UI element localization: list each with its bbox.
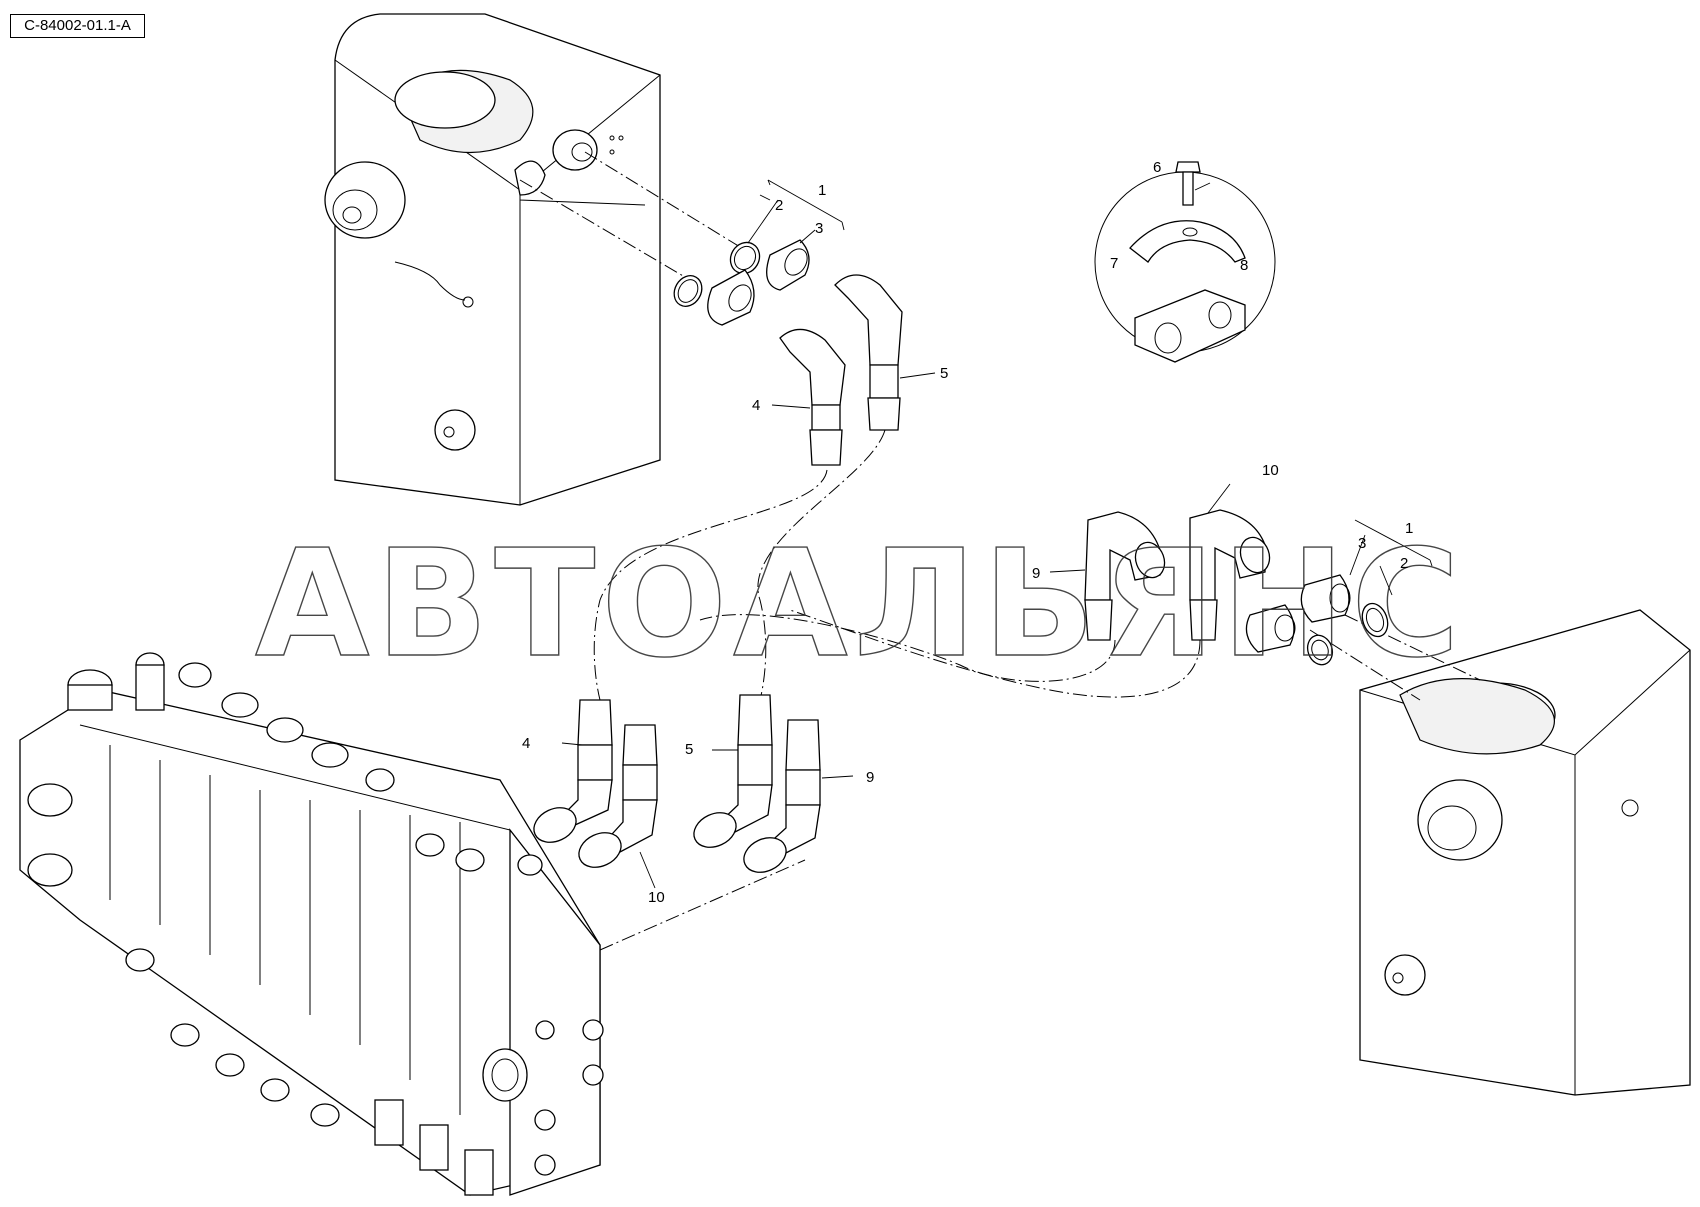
callout-9-upper: 9 <box>1032 565 1040 582</box>
elbow-hose-4-lower <box>533 699 613 843</box>
callout-2-upper: 2 <box>775 197 783 214</box>
adapter-fitting-lower-a <box>1300 574 1351 623</box>
lower-cylinder-bracket <box>1359 609 1691 1096</box>
bolt-6 <box>1175 161 1201 206</box>
callout-3-lower: 3 <box>1358 535 1366 552</box>
control-valve-block <box>19 652 604 1196</box>
callout-8: 8 <box>1240 257 1248 274</box>
callout-10-lower: 10 <box>648 889 665 906</box>
elbow-hose-9-upper <box>1084 511 1166 641</box>
callout-6: 6 <box>1153 159 1161 176</box>
callout-4-upper: 4 <box>752 397 760 414</box>
o-ring-upper-a <box>729 241 761 275</box>
clamp-block-8 <box>1134 289 1246 363</box>
callout-9-lower: 9 <box>866 769 874 786</box>
callout-7: 7 <box>1110 255 1118 272</box>
elbow-hose-10-lower-a <box>578 724 658 868</box>
callout-3-upper: 3 <box>815 220 823 237</box>
elbow-hose-9-lower <box>743 719 821 873</box>
callout-5-lower: 5 <box>685 741 693 758</box>
clamp-half-7 <box>1129 220 1246 263</box>
elbow-hose-4-upper <box>779 328 846 466</box>
callout-10-upper: 10 <box>1262 462 1279 479</box>
callout-1-upper: 1 <box>818 182 826 199</box>
elbow-hose-10-upper <box>1189 509 1271 641</box>
callout-2-lower: 2 <box>1400 555 1408 572</box>
callout-5-upper: 5 <box>940 365 948 382</box>
watermark-text: АВТОАЛЬЯНС <box>255 518 1466 690</box>
callout-4-lower: 4 <box>522 735 530 752</box>
callout-1-lower: 1 <box>1405 520 1413 537</box>
drawing-reference-code: C-84002-01.1-A <box>10 14 145 38</box>
adapter-fitting-upper-b <box>707 269 755 326</box>
adapter-fitting-upper-a <box>766 239 810 291</box>
o-ring-upper-b <box>673 275 703 307</box>
elbow-hose-5-upper <box>834 274 903 431</box>
adapter-fitting-lower-b <box>1245 604 1296 653</box>
elbow-hose-5-lower <box>693 694 773 848</box>
o-ring-lower-a <box>1361 602 1389 638</box>
o-ring-lower-b <box>1306 634 1334 666</box>
upper-cylinder-bracket <box>324 13 661 506</box>
